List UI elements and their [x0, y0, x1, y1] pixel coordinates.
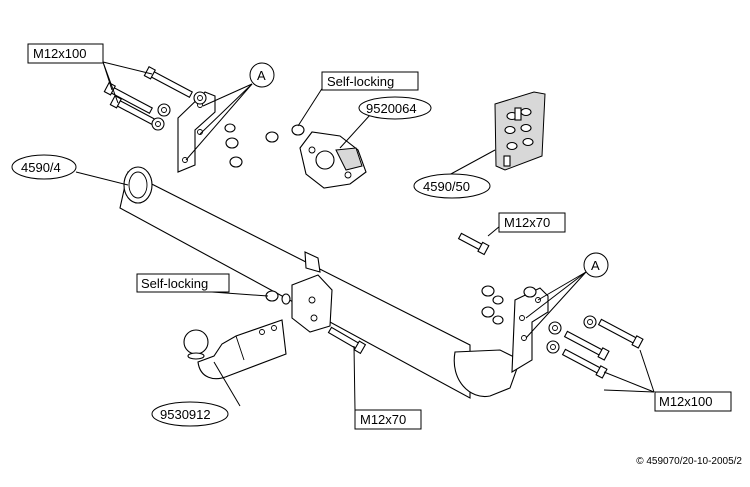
svg-text:M12x70: M12x70 [504, 215, 550, 230]
svg-text:A: A [257, 68, 266, 83]
svg-text:4590/4: 4590/4 [21, 160, 61, 175]
label-part-9520064: 9520064 [358, 96, 432, 120]
label-part-4590-50: 4590/50 [413, 173, 491, 199]
center-m12x70-bolt [327, 326, 367, 355]
bolt-kit-4590-50 [494, 91, 546, 171]
center-mount-bracket [265, 251, 333, 333]
left-nuts [224, 123, 279, 168]
right-mounting-bracket [511, 287, 549, 373]
socket-plate-9520064 [291, 124, 367, 189]
label-bolt-top-left: M12x100 [27, 43, 104, 64]
svg-text:9530912: 9530912 [160, 407, 211, 422]
svg-text:M12x100: M12x100 [659, 394, 712, 409]
right-m12x70-bolt [457, 232, 490, 256]
right-bolts [546, 315, 644, 379]
svg-text:Self-locking: Self-locking [141, 276, 208, 291]
label-part-9530912: 9530912 [151, 401, 229, 427]
svg-text:4590/50: 4590/50 [423, 179, 470, 194]
leader-lines [75, 61, 655, 411]
callout-a-top: A [249, 62, 275, 88]
svg-text:M12x70: M12x70 [360, 412, 406, 427]
label-bolt-bottom-center: M12x70 [354, 409, 422, 430]
copyright-text: © 459070/20-10-2005/2 [636, 456, 742, 467]
left-mounting-bracket [177, 91, 216, 173]
label-bolt-mid-right: M12x70 [498, 212, 566, 233]
label-part-4590-4: 4590/4 [11, 154, 77, 180]
callout-a-right: A [583, 252, 609, 278]
label-bolt-bottom-right: M12x100 [654, 391, 732, 412]
right-nuts [481, 285, 537, 325]
svg-text:9520064: 9520064 [366, 101, 417, 116]
label-self-locking-top: Self-locking [321, 71, 419, 91]
tow-ball-9530912 [183, 319, 287, 380]
label-self-locking-left: Self-locking [136, 273, 230, 293]
svg-text:Self-locking: Self-locking [327, 74, 394, 89]
svg-text:M12x100: M12x100 [33, 46, 86, 61]
svg-text:A: A [591, 258, 600, 273]
